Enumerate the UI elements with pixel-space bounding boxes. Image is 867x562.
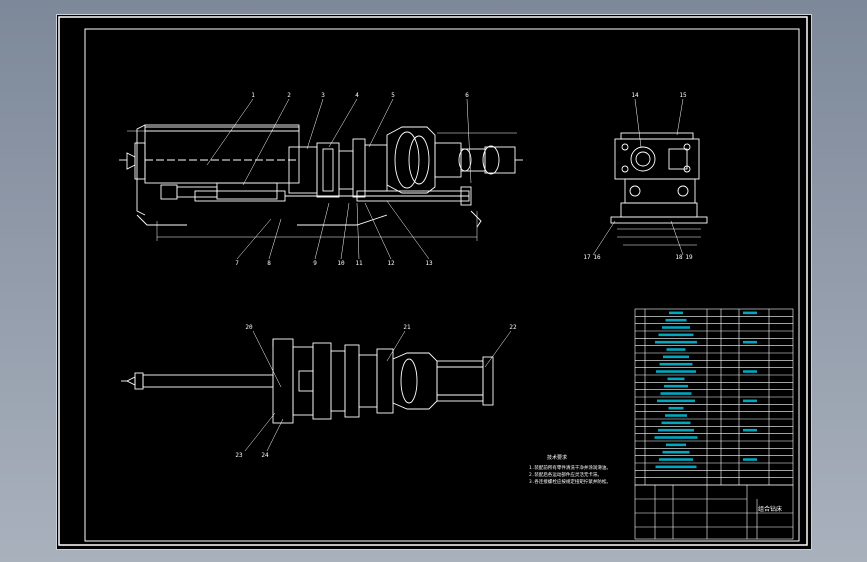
top-balloon-8: 8 — [267, 260, 271, 267]
parts-list-entry-mark — [663, 355, 689, 359]
parts-list-entry-mark — [664, 384, 688, 388]
top-balloon-1: 1 — [251, 92, 255, 99]
parts-list-material-mark — [743, 428, 757, 432]
title-block — [634, 484, 794, 540]
technical-notes-title: 技术要求 — [547, 454, 567, 461]
plan-balloon-24: 24 — [261, 452, 269, 459]
top-balloon-2: 2 — [287, 92, 291, 99]
parts-list-entry-mark — [665, 318, 687, 322]
technical-note-2: 2.装配后各运动部件应灵活无卡滞。 — [529, 471, 602, 478]
parts-list-entry-mark — [658, 333, 694, 337]
plan-balloon-20: 20 — [245, 324, 253, 331]
plan-balloon-23: 23 — [235, 452, 243, 459]
plan-balloon-22: 22 — [509, 324, 517, 331]
top-balloon-7: 7 — [235, 260, 239, 267]
parts-list-entry-mark — [662, 326, 690, 329]
top-balloon-12: 12 — [387, 260, 395, 267]
side-view — [592, 98, 708, 256]
parts-list-entry-mark — [669, 311, 683, 315]
plan-balloon-21: 21 — [403, 324, 411, 331]
top-balloon-9: 9 — [313, 260, 317, 267]
parts-list-cells — [654, 311, 757, 469]
top-balloon-3: 3 — [321, 92, 325, 99]
parts-list-material-mark — [743, 340, 757, 344]
parts-list-entry-mark — [666, 443, 686, 447]
top-balloon-11: 11 — [355, 260, 363, 267]
parts-list-material-mark — [743, 458, 757, 461]
parts-list-table — [634, 308, 794, 486]
parts-list-entry-mark — [656, 370, 696, 373]
parts-list-entry-mark — [658, 428, 694, 432]
side-balloon-18: 18 — [675, 254, 683, 261]
side-balloon-17: 17 — [583, 254, 591, 261]
side-balloon-14: 14 — [631, 92, 639, 99]
technical-note-3: 3.各连接螺栓应按规定扭矩拧紧并防松。 — [529, 478, 611, 485]
parts-list-entry-mark — [659, 362, 693, 366]
parts-list-entry-mark — [655, 340, 697, 344]
plan-view — [121, 330, 512, 452]
parts-list-material-mark — [743, 311, 757, 315]
parts-list-entry-mark — [657, 399, 695, 403]
parts-list-material-mark — [743, 370, 757, 373]
top-balloon-6: 6 — [465, 92, 469, 99]
parts-list-entry-mark — [668, 406, 684, 410]
top-balloon-4: 4 — [355, 92, 359, 99]
side-balloon-16: 16 — [593, 254, 601, 261]
parts-list-entry-mark — [662, 450, 690, 454]
technical-note-1: 1.装配前所有零件清洗干净并涂润滑油。 — [529, 464, 611, 471]
parts-list-entry-mark — [661, 421, 691, 425]
top-balloon-10: 10 — [337, 260, 345, 267]
title-block-name: 组合钻床 — [758, 505, 782, 513]
cad-drawing-canvas[interactable]: 123456789101112131415171618192021222324 … — [57, 15, 811, 549]
top-balloon-13: 13 — [425, 260, 433, 267]
outer-frame — [58, 16, 808, 546]
inner-frame — [84, 28, 800, 542]
parts-list-entry-mark — [667, 377, 685, 381]
top-balloon-5: 5 — [391, 92, 395, 99]
parts-list-entry-mark — [654, 436, 698, 439]
parts-list-entry-mark — [659, 458, 693, 461]
parts-list-material-mark — [743, 399, 757, 403]
parts-list-entry-mark — [665, 414, 687, 417]
side-balloon-15: 15 — [679, 92, 687, 99]
parts-list-entry-mark — [666, 348, 686, 351]
top-assembly-view — [119, 98, 523, 260]
parts-list-entry-mark — [655, 465, 697, 469]
parts-list-entry-mark — [660, 392, 692, 395]
side-balloon-19: 19 — [685, 254, 693, 261]
